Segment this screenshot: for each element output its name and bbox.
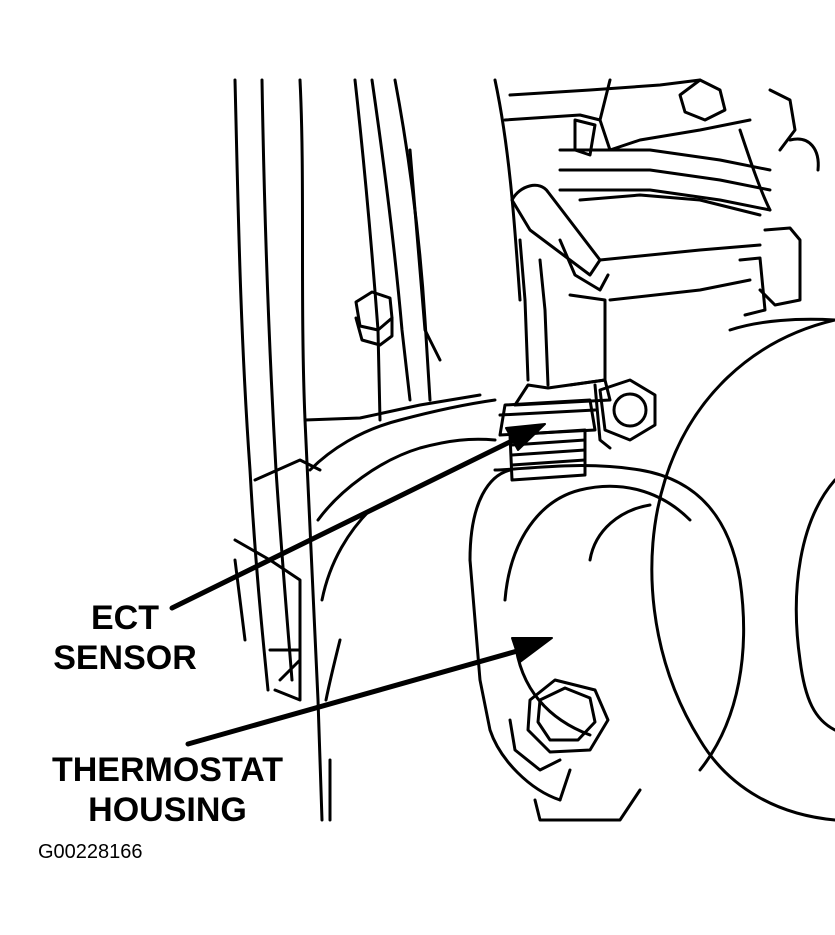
ect-sensor-label: ECT SENSOR [40,598,210,678]
ect-sensor-arrowhead [505,423,546,451]
thermostat-housing-label: THERMOSTAT HOUSING [30,750,305,830]
sensor-connector [510,183,612,407]
bracket-bolt [354,290,394,347]
body-panel [233,78,497,822]
figure-id: G00228166 [38,841,143,863]
thermostat-housing-leader [185,645,531,747]
engine-upper [493,78,820,317]
ect-sensor-label-line1: ECT [91,599,159,637]
sensor-bolt [593,378,657,450]
pulley-cover [650,317,835,822]
thermostat-housing-label-line2: HOUSING [88,791,247,829]
ect-sensor-label-line2: SENSOR [53,639,197,677]
thermostat-housing [468,464,746,822]
thermostat-housing-arrowhead [511,637,553,663]
thermostat-housing-label-line1: THERMOSTAT [51,751,284,789]
housing-bolt [508,678,610,772]
ect-sensor-body [498,398,597,482]
ect-sensor-leader [169,433,525,611]
leader-arrows [169,423,553,747]
